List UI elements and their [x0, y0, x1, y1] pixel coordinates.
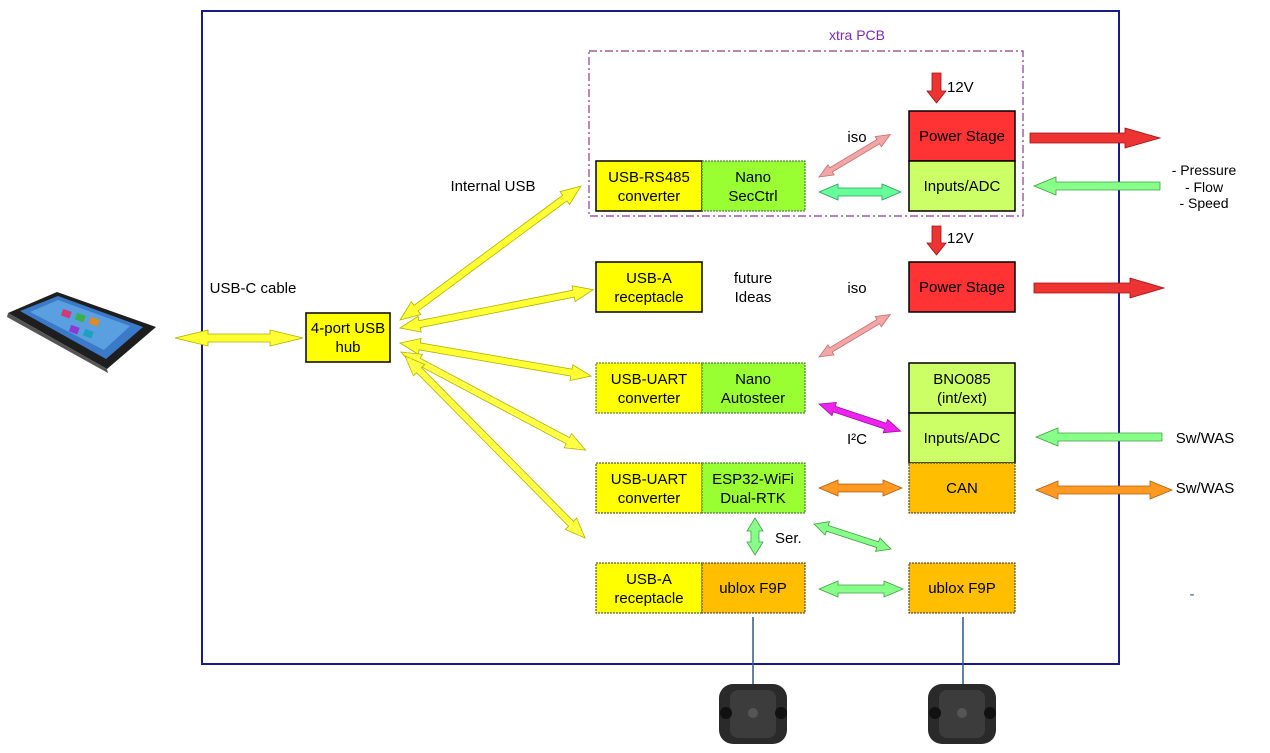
- svg-text:Inputs/ADC: Inputs/ADC: [924, 178, 1001, 195]
- svg-text:USB-UART: USB-UART: [611, 371, 687, 388]
- internal-usb-arrows: [398, 185, 595, 382]
- gnss-antenna-left-icon: [719, 617, 787, 744]
- usb-hub-label-2: hub: [335, 339, 360, 356]
- ideas-label: Ideas: [735, 289, 772, 306]
- svg-text:Autosteer: Autosteer: [721, 390, 785, 407]
- sw-was-label-2: Sw/WAS: [1176, 480, 1235, 497]
- svg-text:Dual-RTK: Dual-RTK: [720, 490, 786, 507]
- svg-text:SecCtrl: SecCtrl: [728, 188, 777, 205]
- tablet-icon: [7, 292, 156, 373]
- power-stage-top-block: Power Stage: [908, 110, 1016, 162]
- gnss-antenna-right-icon: [928, 617, 996, 744]
- inputs-adc-mid-block: Inputs/ADC: [908, 412, 1016, 464]
- ser-label: Ser.: [775, 530, 802, 547]
- i2c-arrow: [818, 401, 902, 434]
- iso-arrows: [818, 133, 892, 358]
- speed-label: - Speed: [1179, 195, 1228, 211]
- 12v-label-mid: 12V: [947, 230, 974, 247]
- svg-text:(int/ext): (int/ext): [937, 390, 987, 407]
- svg-text:USB-A: USB-A: [626, 270, 672, 287]
- usb-a-receptacle-bottom-block: USB-A receptacle: [595, 562, 703, 614]
- rs485-converter-block: USB-RS485 converter: [595, 160, 703, 212]
- iso-label-top: iso: [847, 129, 866, 146]
- 12v-label-top: 12V: [947, 79, 974, 96]
- usb-hub-block: 4-port USB hub: [305, 312, 391, 363]
- pressure-label: - Pressure: [1172, 162, 1237, 178]
- svg-text:USB-A: USB-A: [626, 571, 672, 588]
- usb-c-arrow: [174, 329, 304, 347]
- svg-text:BNO085: BNO085: [933, 371, 991, 388]
- svg-text:Nano: Nano: [735, 169, 771, 186]
- svg-text:Power Stage: Power Stage: [919, 128, 1005, 145]
- nano-secctrl-block: Nano SecCtrl: [701, 160, 806, 212]
- internal-usb-label: Internal USB: [450, 178, 535, 195]
- nano-autosteer-block: Nano Autosteer: [701, 362, 806, 414]
- usb-a-receptacle-top-block: USB-A receptacle: [595, 261, 703, 313]
- svg-text:converter: converter: [618, 490, 681, 507]
- bno085-block: BNO085 (int/ext): [908, 362, 1016, 414]
- svg-text:converter: converter: [618, 390, 681, 407]
- ublox-f9p-left-block: ublox F9P: [701, 562, 806, 614]
- esp32-wifi-block: ESP32-WiFi Dual-RTK: [701, 462, 806, 514]
- svg-text:converter: converter: [618, 188, 681, 205]
- green-dotted-arrows: [746, 176, 1163, 598]
- can-block: CAN: [908, 462, 1016, 514]
- svg-text:Inputs/ADC: Inputs/ADC: [924, 430, 1001, 447]
- svg-text:USB-RS485: USB-RS485: [608, 169, 690, 186]
- inputs-adc-top-block: Inputs/ADC: [908, 160, 1016, 212]
- flow-label: - Flow: [1185, 179, 1224, 195]
- can-external-arrow: [1034, 480, 1174, 500]
- usb-uart-converter-2-block: USB-UART converter: [595, 462, 703, 514]
- xtra-pcb-label: xtra PCB: [829, 27, 885, 43]
- svg-text:Power Stage: Power Stage: [919, 279, 1005, 296]
- usb-hub-label-1: 4-port USB: [311, 320, 385, 337]
- svg-text:ublox F9P: ublox F9P: [719, 580, 787, 597]
- power-arrows: [926, 72, 1166, 299]
- xtra-pcb-outline: [588, 50, 1024, 217]
- usb-uart-converter-1-block: USB-UART converter: [595, 362, 703, 414]
- future-label: future: [734, 270, 772, 287]
- svg-text:ublox F9P: ublox F9P: [928, 580, 996, 597]
- power-stage-mid-block: Power Stage: [908, 261, 1016, 313]
- usb-dotted-arrows: [400, 351, 587, 539]
- sw-was-label-1: Sw/WAS: [1176, 430, 1235, 447]
- dash-label: -: [1190, 586, 1195, 603]
- svg-text:ESP32-WiFi: ESP32-WiFi: [712, 471, 794, 488]
- i2c-label: I²C: [847, 431, 867, 448]
- svg-text:receptacle: receptacle: [614, 289, 683, 306]
- svg-text:CAN: CAN: [946, 480, 978, 497]
- secctrl-inputs-arrow: [817, 183, 903, 201]
- svg-text:Nano: Nano: [735, 371, 771, 388]
- usb-c-cable-label: USB-C cable: [210, 280, 297, 297]
- svg-text:USB-UART: USB-UART: [611, 471, 687, 488]
- svg-text:receptacle: receptacle: [614, 590, 683, 607]
- esp32-can-arrow: [817, 479, 904, 497]
- ublox-f9p-right-block: ublox F9P: [908, 562, 1016, 614]
- iso-label-mid: iso: [847, 280, 866, 297]
